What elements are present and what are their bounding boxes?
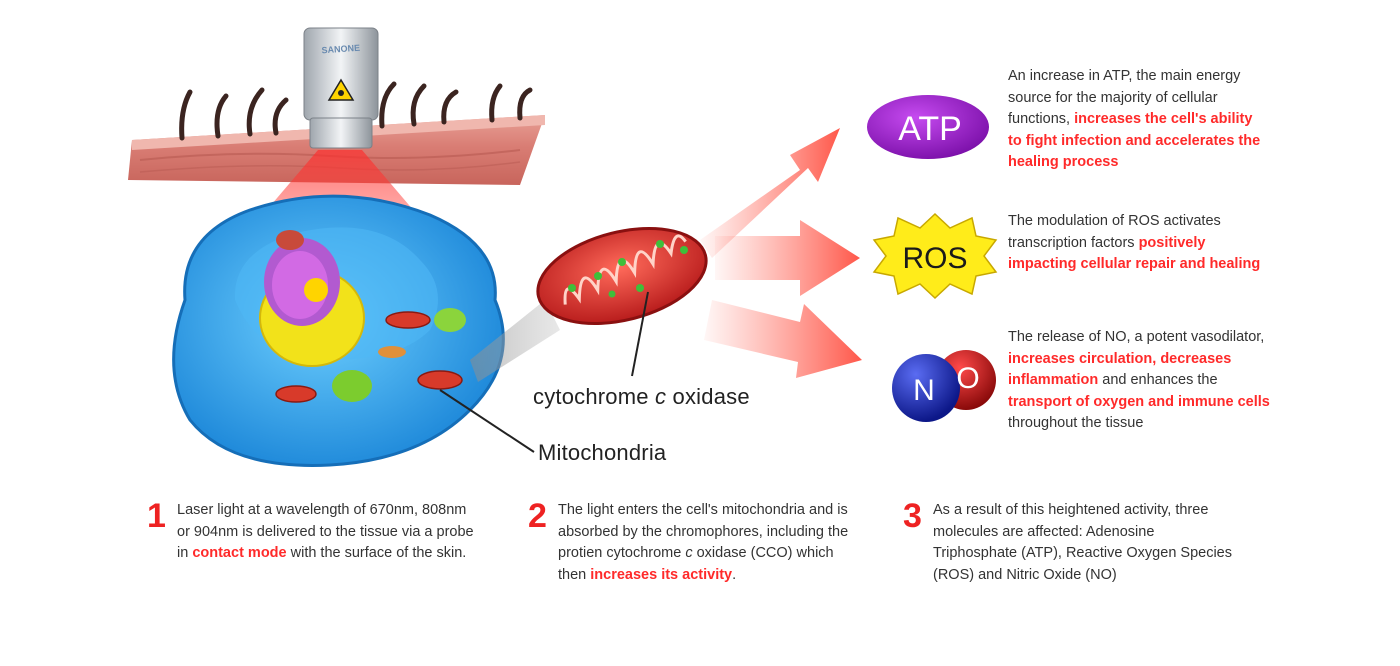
cco-pointer bbox=[631, 291, 649, 377]
atp-badge: ATP bbox=[867, 95, 989, 159]
ros-label: ROS bbox=[902, 242, 967, 275]
arrow-to-no bbox=[704, 300, 862, 378]
atp-label: ATP bbox=[898, 110, 962, 148]
no-description: The release of NO, a potent vasodilator,… bbox=[1008, 329, 1270, 431]
step-number: 3 bbox=[903, 497, 922, 535]
step-number: 2 bbox=[528, 497, 547, 535]
mito-pointer bbox=[439, 389, 535, 453]
arrows bbox=[700, 128, 862, 378]
atp-description: An increase in ATP, the main energy sour… bbox=[1008, 68, 1261, 170]
no-badge: N O bbox=[892, 350, 996, 422]
mitochondrion bbox=[536, 227, 708, 325]
step-1: 1 Laser light at a wavelength of 670nm, … bbox=[147, 497, 474, 561]
arrow-to-atp bbox=[700, 128, 840, 258]
ros-description: The modulation of ROS activates transcri… bbox=[1008, 213, 1261, 272]
probe-brand: SANONE bbox=[321, 43, 360, 56]
cytochrome-label: cytochrome c oxidase bbox=[533, 384, 750, 410]
cell-illustration bbox=[172, 194, 505, 467]
arrow-to-ros bbox=[715, 220, 860, 296]
step-number: 1 bbox=[147, 497, 166, 535]
no-n-label: N bbox=[913, 374, 935, 407]
no-o-label: O bbox=[956, 362, 979, 395]
step-2: 2 The light enters the cell's mitochondr… bbox=[528, 497, 849, 583]
cytochrome-c: c bbox=[655, 384, 667, 409]
laser-probe: SANONE bbox=[303, 27, 379, 149]
mitochondria-label: Mitochondria bbox=[538, 440, 667, 465]
step-3: 3 As a result of this heightened activit… bbox=[903, 497, 1232, 583]
cytochrome-prefix: cytochrome bbox=[533, 384, 656, 409]
ros-badge: ROS bbox=[872, 212, 998, 300]
cytochrome-suffix: oxidase bbox=[666, 384, 750, 409]
hair bbox=[179, 81, 533, 141]
zoom-cone bbox=[470, 300, 560, 382]
